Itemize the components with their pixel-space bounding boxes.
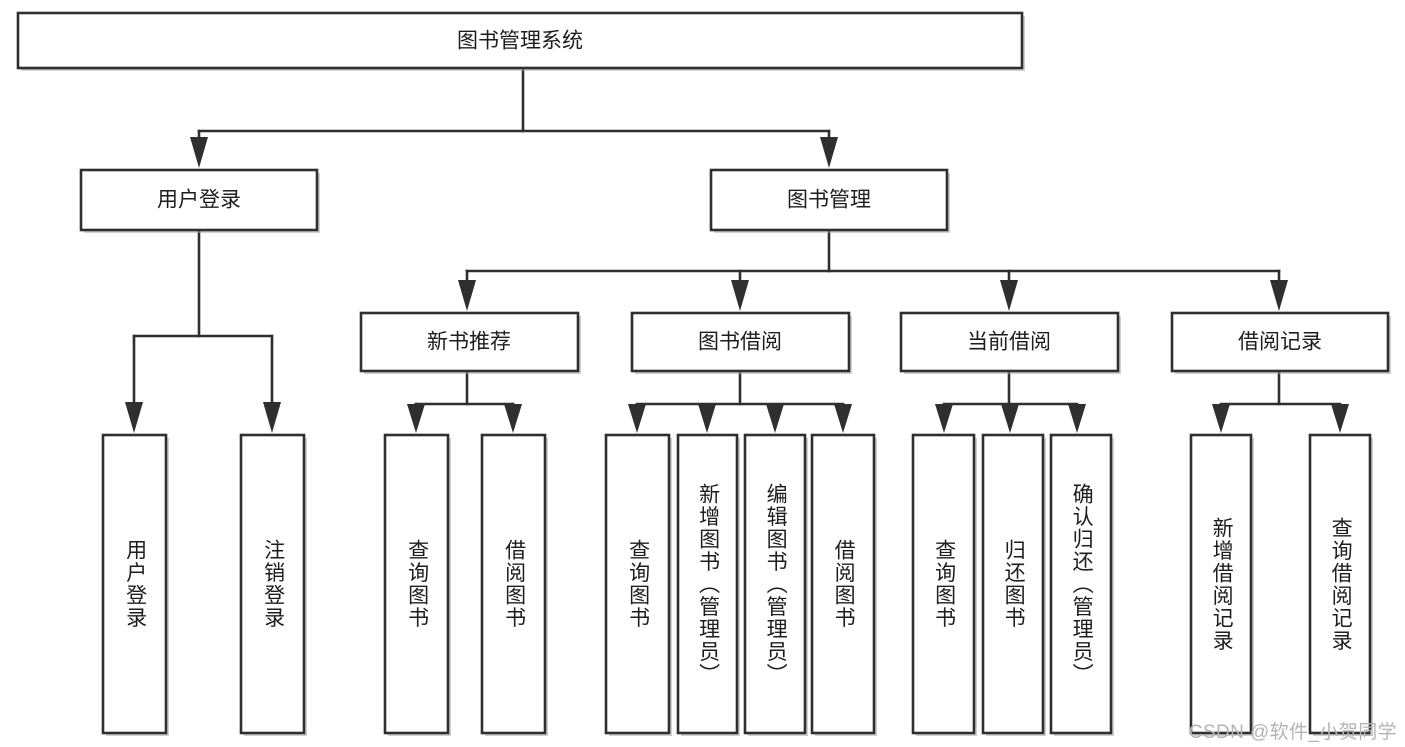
arrowhead-leaf-new-book-1 [407, 404, 425, 433]
arrowhead-user-login [190, 137, 208, 168]
arrowhead-level3-new-book [458, 280, 476, 311]
node-user-login[interactable]: 用户登录 [79, 168, 320, 233]
arrowhead-level3-book-borrow [731, 280, 749, 311]
node-book-manage-rect [709, 168, 949, 232]
node-user-login-label: 用户登录 [157, 189, 241, 212]
leaf-label-wrap: 新增借阅记录 [1210, 516, 1234, 652]
leaf-label-wrap: 借阅图书 [832, 539, 856, 629]
leaf-rect [239, 433, 306, 735]
leaf-user-login-logout[interactable]: 注销登录 [239, 433, 307, 736]
arrowhead-level3-borrow-record [1270, 280, 1288, 311]
arrowhead-leaf-borrow-record-1 [1212, 404, 1230, 433]
leaf-book-borrow-edit-book[interactable]: 编辑图书（管理员） [743, 433, 808, 736]
leaf-borrow-record-add-record[interactable]: 新增借阅记录 [1189, 433, 1254, 736]
arrowhead-book-manage [820, 137, 838, 168]
node-borrow-record-rect [1170, 311, 1390, 373]
leaf-label: 归还图书 [1002, 539, 1026, 629]
node-book-manage-label: 图书管理 [787, 189, 871, 212]
leaf-rect [604, 433, 671, 735]
leaf-label: 确认归还（管理员） [1070, 482, 1094, 686]
node-new-book-label: 新书推荐 [427, 331, 511, 354]
leaf-label: 查询图书 [405, 539, 429, 629]
connector-layer [125, 66, 1349, 433]
node-root-system[interactable]: 图书管理系统 [16, 11, 1025, 71]
leaf-rect [981, 433, 1045, 735]
leaf-new-book-query-book[interactable]: 查询图书 [383, 433, 451, 736]
arrowhead-leaf-book-borrow-1 [628, 404, 646, 433]
leaf-label: 新增图书（管理员） [696, 482, 720, 686]
leaf-label-wrap: 查询图书 [626, 539, 650, 629]
leaf-label: 查询图书 [626, 539, 650, 629]
leaf-rect [810, 433, 876, 735]
arrowhead-leaf-current-borrow-1 [935, 404, 953, 433]
leaf-label: 借阅图书 [502, 539, 526, 629]
node-root-rect [16, 11, 1024, 70]
leaf-label: 编辑图书（管理员） [764, 482, 788, 686]
leaf-rect [101, 433, 168, 735]
leaf-label-wrap: 归还图书 [1002, 539, 1026, 629]
leaf-label: 注销登录 [261, 539, 285, 629]
leaf-current-borrow-query-book[interactable]: 查询图书 [911, 433, 977, 736]
node-current-borrow[interactable]: 当前借阅 [899, 311, 1121, 374]
node-new-book-rect [359, 311, 580, 373]
node-book-borrow-label: 图书借阅 [698, 331, 782, 354]
node-borrow-record-label: 借阅记录 [1238, 331, 1322, 354]
leaf-rect [743, 433, 807, 735]
node-borrow-record[interactable]: 借阅记录 [1170, 311, 1391, 374]
arrowhead-leaf-user-login-1 [125, 402, 143, 433]
leaf-borrow-record-query-record[interactable]: 查询借阅记录 [1308, 433, 1373, 736]
leaf-label-wrap: 确认归还（管理员） [1070, 482, 1094, 686]
leaf-book-borrow-query-book[interactable]: 查询图书 [604, 433, 672, 736]
node-book-borrow-rect [630, 311, 851, 373]
leaf-label-wrap: 查询借阅记录 [1329, 516, 1353, 652]
leaf-book-borrow-add-book[interactable]: 新增图书（管理员） [676, 433, 740, 736]
arrowhead-leaf-new-book-2 [504, 404, 522, 433]
arrowhead-leaf-borrow-record-2 [1331, 404, 1349, 433]
leaf-label-wrap: 查询图书 [932, 539, 956, 629]
node-user-login-rect [79, 168, 319, 232]
arrowhead-level3-current-borrow [1000, 280, 1018, 311]
arrowhead-leaf-book-borrow-3 [766, 404, 784, 433]
leaf-label: 借阅图书 [832, 539, 856, 629]
leaf-rect [911, 433, 976, 735]
leaf-label: 用户登录 [123, 539, 147, 629]
leaf-label-wrap: 注销登录 [261, 539, 285, 629]
node-book-borrow[interactable]: 图书借阅 [630, 311, 852, 374]
leaf-book-borrow-borrow-book[interactable]: 借阅图书 [810, 433, 877, 736]
leaf-new-book-borrow-book[interactable]: 借阅图书 [480, 433, 548, 736]
arrowhead-leaf-book-borrow-2 [698, 404, 716, 433]
leaf-current-borrow-return-book[interactable]: 归还图书 [981, 433, 1046, 736]
leaf-label: 新增借阅记录 [1210, 516, 1234, 652]
leaf-rect [480, 433, 547, 735]
arrowhead-leaf-current-borrow-3 [1068, 404, 1086, 433]
leaf-label-wrap: 用户登录 [123, 539, 147, 629]
leaf-label: 查询图书 [932, 539, 956, 629]
arrowhead-leaf-user-login-2 [263, 402, 281, 433]
arrowhead-leaf-current-borrow-2 [1001, 404, 1019, 433]
leaf-current-borrow-confirm-return[interactable]: 确认归还（管理员） [1049, 433, 1114, 736]
leaf-rect [383, 433, 450, 735]
leaf-rect [676, 433, 739, 735]
node-current-borrow-rect [899, 311, 1120, 373]
arrowhead-leaf-book-borrow-4 [834, 404, 852, 433]
leaf-label: 查询借阅记录 [1329, 516, 1353, 652]
csdn-watermark: CSDN @软件_小贺同学 [1188, 722, 1397, 743]
node-current-borrow-label: 当前借阅 [967, 331, 1051, 354]
leaf-label-wrap: 编辑图书（管理员） [764, 482, 788, 686]
leaf-label-wrap: 查询图书 [405, 539, 429, 629]
node-book-manage[interactable]: 图书管理 [709, 168, 950, 233]
leaf-rect [1049, 433, 1113, 735]
leaf-rect [1189, 433, 1253, 735]
leaf-label-wrap: 新增图书（管理员） [696, 482, 720, 686]
leaf-label-wrap: 借阅图书 [502, 539, 526, 629]
node-root-label: 图书管理系统 [457, 30, 583, 53]
leaf-rect [1308, 433, 1372, 735]
node-new-book-recommend[interactable]: 新书推荐 [359, 311, 581, 374]
leaf-user-login-user-login[interactable]: 用户登录 [101, 433, 169, 736]
